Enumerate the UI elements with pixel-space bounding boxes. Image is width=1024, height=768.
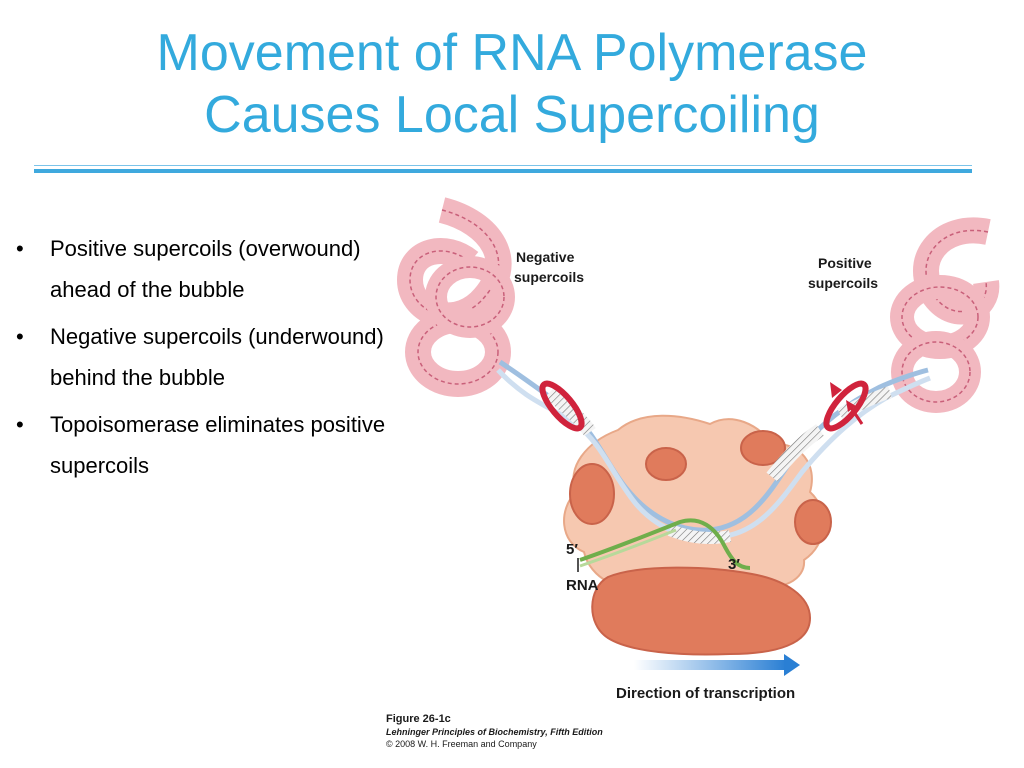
label-positive-line-2: supercoils <box>808 275 878 291</box>
label-five-prime: 5′ <box>566 541 578 558</box>
bullet-item: • Topoisomerase eliminates positive supe… <box>14 404 394 486</box>
rna-polymerase <box>563 414 832 656</box>
slide-title-line-2: Causes Local Supercoiling <box>204 86 820 144</box>
caption-book: Lehninger Principles of Biochemistry, Fi… <box>386 727 603 737</box>
positive-supercoil-coil <box>890 217 1000 413</box>
bullet-text: Topoisomerase eliminates positive superc… <box>50 412 386 478</box>
bullet-dot-icon: • <box>16 236 24 261</box>
label-positive-line-1: Positive <box>818 255 872 271</box>
dna-double-helix <box>496 359 931 544</box>
label-direction: Direction of transcription <box>616 685 795 702</box>
direction-arrow-icon <box>634 654 800 676</box>
slide-title-line-1: Movement of RNA Polymerase <box>156 24 868 82</box>
bullet-dot-icon: • <box>16 412 24 437</box>
bullet-text: Positive supercoils (overwound) ahead of… <box>50 236 361 302</box>
caption-figure: Figure 26-1c <box>386 713 451 725</box>
label-negative-line-1: Negative <box>516 249 575 265</box>
bullet-item: • Positive supercoils (overwound) ahead … <box>14 228 394 310</box>
title-underline-thin <box>34 165 972 166</box>
bullet-dot-icon: • <box>16 324 24 349</box>
rna-strand <box>579 518 751 570</box>
label-rna: RNA <box>566 577 599 594</box>
label-three-prime: 3′ <box>728 556 740 573</box>
bullet-item: • Negative supercoils (underwound) behin… <box>14 316 394 398</box>
topoisomerase-left-icon <box>539 380 585 432</box>
arrowhead-icon <box>830 382 842 398</box>
label-negative-line-2: supercoils <box>514 269 584 285</box>
slide-title: Movement of RNA Polymerase Causes Local … <box>0 22 1024 146</box>
caption-copyright: © 2008 W. H. Freeman and Company <box>386 739 537 749</box>
transcription-figure: Negative supercoils Positive supercoils … <box>386 197 1000 749</box>
bullet-list: • Positive supercoils (overwound) ahead … <box>14 228 394 492</box>
negative-supercoil-coil <box>396 197 515 397</box>
title-underline <box>34 169 972 173</box>
bullet-text: Negative supercoils (underwound) behind … <box>50 324 384 390</box>
arrowhead-icon <box>846 400 856 412</box>
